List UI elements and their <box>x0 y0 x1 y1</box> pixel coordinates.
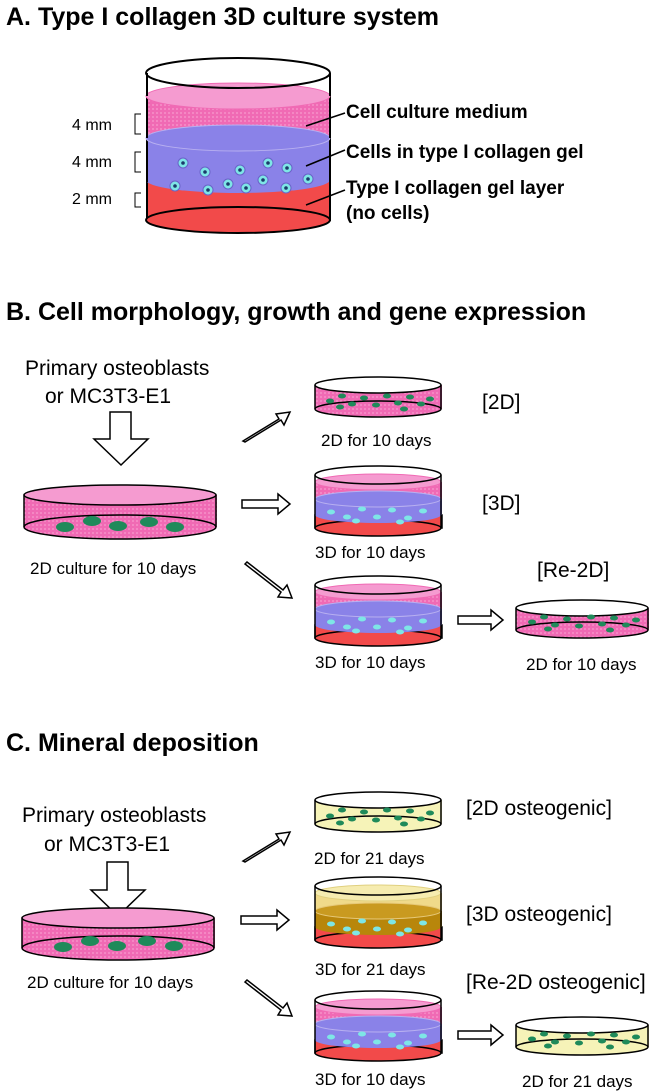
condition-3d: [3D] <box>482 492 521 515</box>
dish-re2d-21days <box>515 1016 649 1056</box>
dish-re2d-10days <box>515 599 649 639</box>
thickness-brackets <box>134 113 141 208</box>
caption-3d-10days-a: 3D for 10 days <box>315 543 426 562</box>
condition-re2d: [Re-2D] <box>537 559 609 582</box>
dish-3d-21days <box>314 876 443 949</box>
c-start-dish-2d <box>21 907 215 961</box>
c-source-line2: or MC3T3-E1 <box>44 833 170 856</box>
c-dish-3d-10days <box>314 990 443 1062</box>
dish-2d-21days <box>314 791 442 833</box>
start-caption: 2D culture for 10 days <box>30 559 196 578</box>
caption-3d-10days-b: 3D for 10 days <box>315 653 426 672</box>
down-arrow <box>92 411 150 467</box>
c-start-caption: 2D culture for 10 days <box>27 973 193 992</box>
thickness-cell-gel: 4 mm <box>72 154 112 171</box>
condition-3d-osteo: [3D osteogenic] <box>466 903 612 926</box>
caption-2d-10days: 2D for 10 days <box>321 431 432 450</box>
leader-lines <box>305 112 346 206</box>
label-cells-gel: Cells in type I collagen gel <box>346 142 584 163</box>
c-caption-3d-10days: 3D for 10 days <box>315 1070 426 1089</box>
caption-re2d-10days: 2D for 10 days <box>526 655 637 674</box>
caption-3d-21days: 3D for 21 days <box>315 960 426 979</box>
dish-3d-10days-a <box>314 465 443 537</box>
section-c-title: C. Mineral deposition <box>6 729 259 757</box>
caption-2d-21days: 2D for 21 days <box>314 849 425 868</box>
thickness-medium: 4 mm <box>72 117 112 134</box>
source-line1: Primary osteoblasts <box>25 357 209 380</box>
condition-2d-osteo: [2D osteogenic] <box>466 797 612 820</box>
start-dish-2d <box>23 484 217 540</box>
dish-3d-10days-b <box>314 575 443 647</box>
caption-re2d-21days: 2D for 21 days <box>522 1072 633 1091</box>
label-medium: Cell culture medium <box>346 102 528 123</box>
condition-re2d-osteo: [Re-2D osteogenic] <box>466 971 646 994</box>
label-no-cells: (no cells) <box>346 203 429 224</box>
large-dish-3d <box>145 57 331 234</box>
c-down-arrow <box>89 861 147 918</box>
thickness-base-gel: 2 mm <box>72 191 112 208</box>
arrows-c <box>240 831 505 1047</box>
arrows-b <box>241 411 505 632</box>
c-source-line1: Primary osteoblasts <box>22 804 206 827</box>
dish-2d-10days <box>314 376 442 418</box>
source-line2: or MC3T3-E1 <box>45 385 171 408</box>
label-gel-layer: Type I collagen gel layer <box>346 178 565 199</box>
section-b-title: B. Cell morphology, growth and gene expr… <box>6 298 586 326</box>
condition-2d: [2D] <box>482 391 521 414</box>
section-a-title: A. Type I collagen 3D culture system <box>6 3 439 31</box>
